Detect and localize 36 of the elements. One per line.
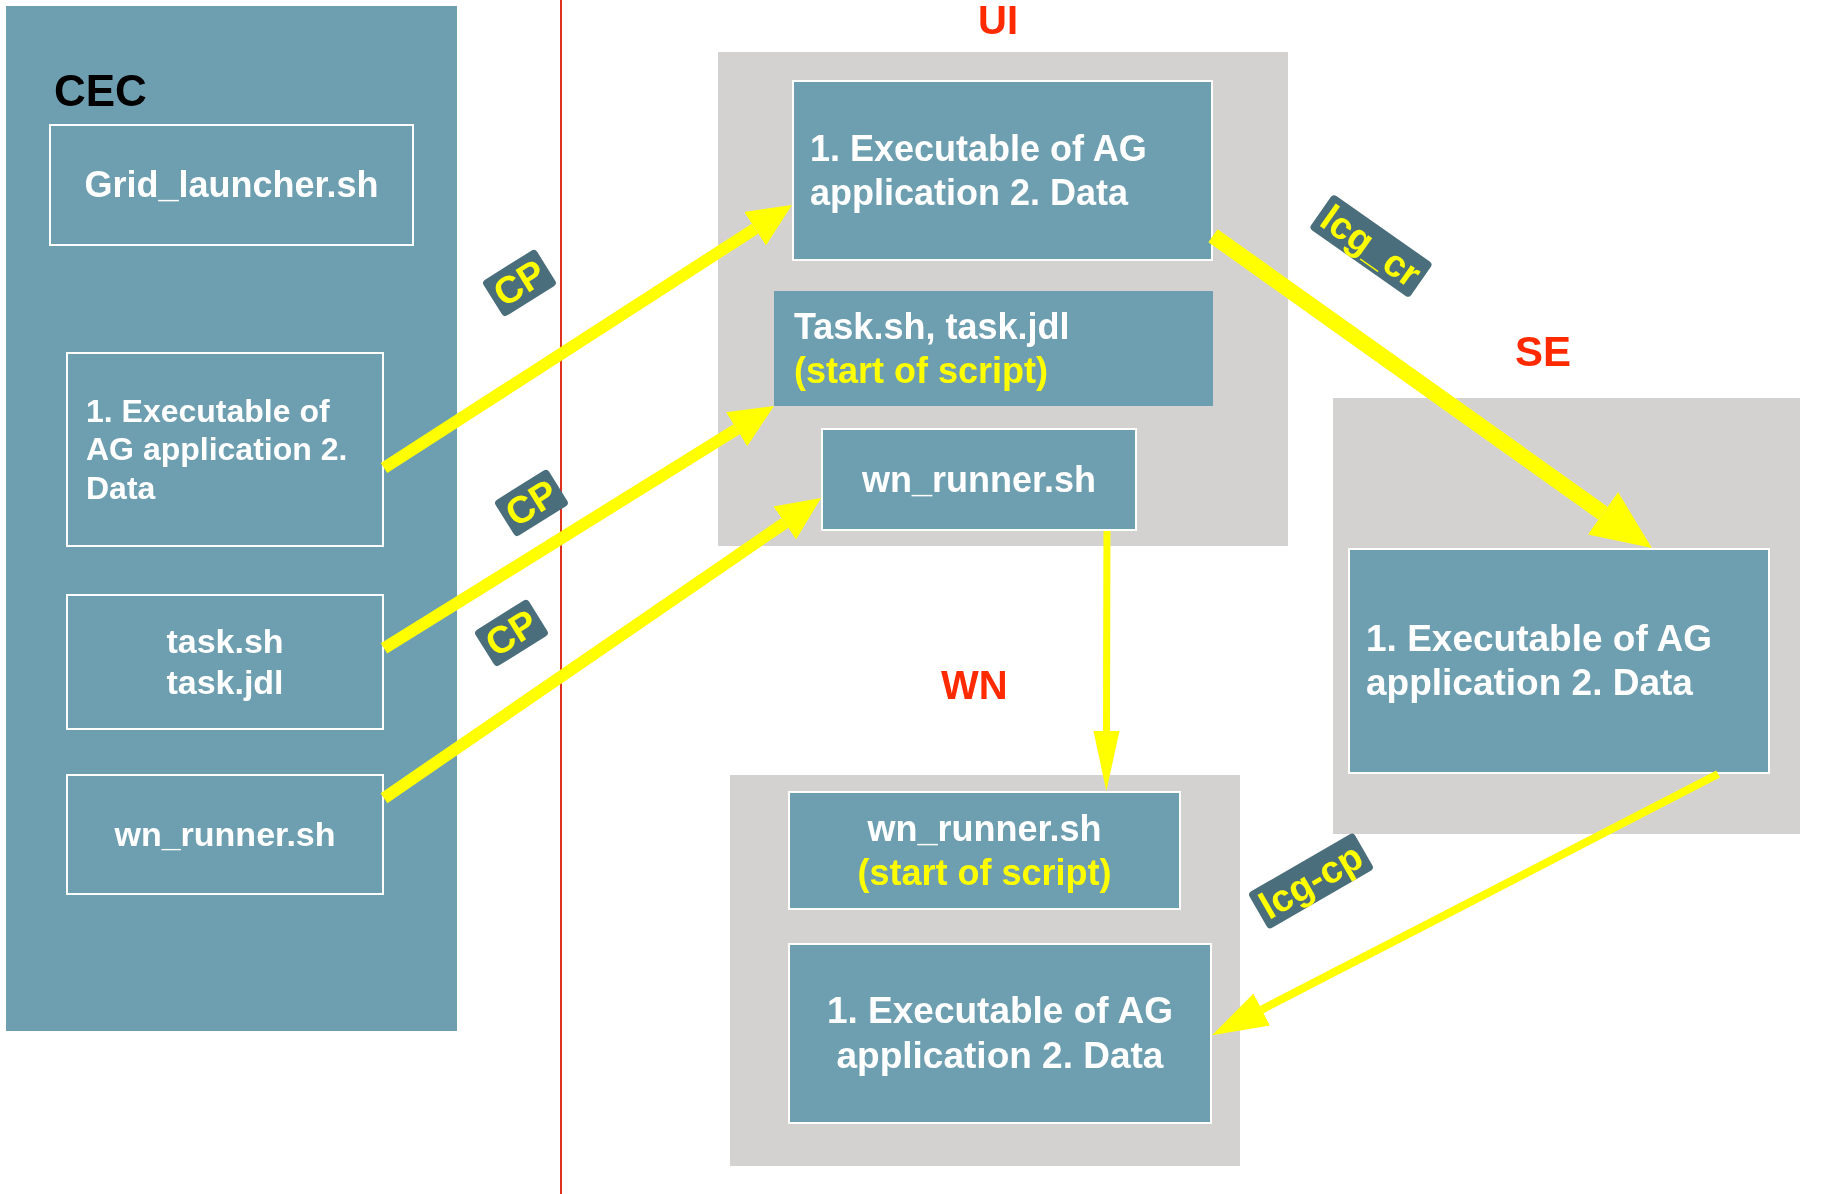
arrow [380,406,774,654]
note-text: (start of script) [857,850,1112,894]
edge-label: CP [473,598,550,668]
content-box [66,352,384,547]
box-text: 1. Executable of AG application 2. Data [825,989,1175,1078]
box-text: wn_runner.sh [114,814,336,855]
content-box [792,80,1213,261]
arrow [1093,531,1120,791]
box-text: wn_runner.sh [861,457,1097,502]
arrow [1208,229,1652,548]
script-box [788,791,1181,910]
file-box [49,124,414,246]
script-box [774,291,1213,406]
content-box [1348,548,1770,774]
box-text: task.sh task.jdl [165,621,285,703]
panel-heading: CEC [54,66,147,116]
box-text: 1. Executable of AG application 2. Data [810,127,1148,214]
edge-label: CP [481,248,558,318]
file-box [66,774,384,895]
box-text: wn_runner.sh [867,807,1102,851]
panel-heading: WN [941,663,1008,708]
panel-heading: UI [978,0,1018,43]
content-box [788,943,1212,1124]
panel-heading: SE [1515,328,1572,376]
file-box [66,594,384,730]
arrow [380,204,792,474]
box-text: Grid_launcher.sh [84,163,379,207]
box-text: 1. Executable of AG application 2. Data [86,391,349,508]
arrow [380,498,821,804]
box-text: Task.sh, task.jdl [794,305,1070,349]
edge-label: CP [493,468,570,538]
file-box [821,428,1137,531]
arrow [1212,770,1720,1036]
box-text: 1. Executable of AG application 2. Data [1366,616,1714,705]
panel [6,6,457,1031]
note-text: (start of script) [794,348,1049,392]
